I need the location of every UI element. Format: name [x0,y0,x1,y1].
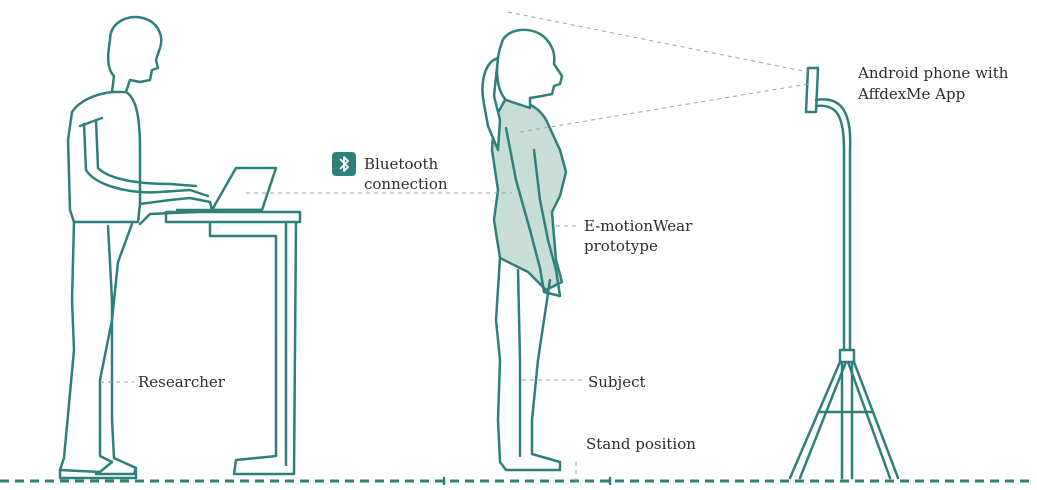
camera-view-bottom [520,84,808,132]
bluetooth-glyph [336,155,352,173]
label-stand-position: Stand position [586,434,696,454]
label-bluetooth-line1: Bluetooth [364,154,438,174]
label-android-line2: AffdexMe App [858,84,965,104]
label-emotionwear-line1: E-motionWear [584,216,692,236]
bluetooth-icon [332,152,356,176]
guide-lines [100,12,808,484]
subject-figure [444,30,610,484]
label-android-line1: Android phone with [858,63,1008,83]
desk [166,212,300,474]
label-emotionwear-line2: prototype [584,236,658,256]
label-researcher: Researcher [138,372,225,392]
researcher-figure [60,17,212,478]
label-subject: Subject [588,372,646,392]
label-bluetooth-line2: connection [364,174,448,194]
laptop [176,168,276,210]
phone-stand [790,68,898,478]
